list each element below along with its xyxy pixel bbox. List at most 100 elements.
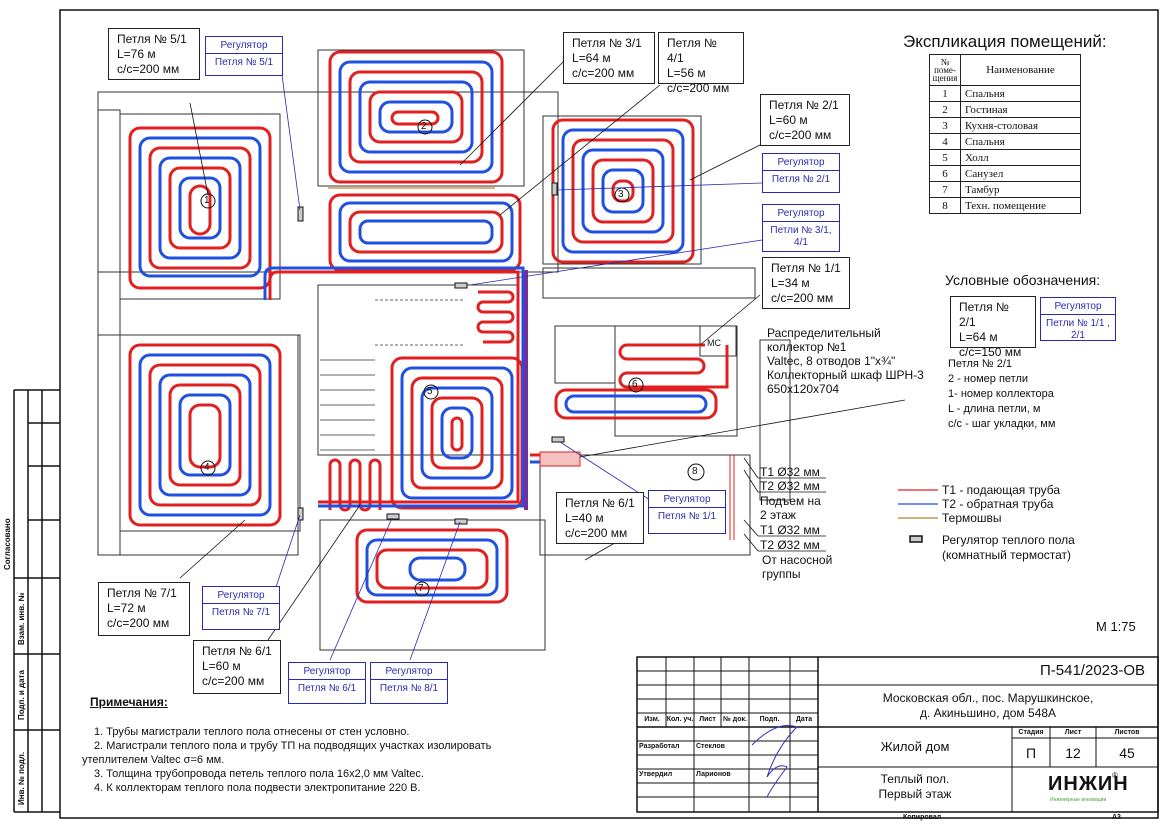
- sheets-value: 45: [1119, 745, 1135, 761]
- scale-label: М 1:75: [1096, 619, 1136, 634]
- stamp-sign-date: Подп. и дата: [17, 670, 26, 720]
- riser-from-label-1: От насосной: [762, 553, 833, 567]
- sheet-title: Теплый пол. Первый этаж: [878, 772, 952, 801]
- riser-t1-up: T1 Ø32 мм: [760, 465, 820, 479]
- doc-code: П-541/2023-ОВ: [1040, 662, 1146, 679]
- riser-up-label-1: Подъем на: [760, 494, 821, 508]
- collector-cabinet: [539, 451, 581, 467]
- stage-value: П: [1025, 745, 1037, 761]
- legend-t2-label: T2 - обратная труба: [942, 497, 1054, 511]
- copied-label: Копировал: [903, 814, 942, 821]
- legend-joint-label: Термошвы: [942, 511, 1002, 525]
- room-marker: 5: [427, 386, 433, 397]
- legend-explanation: Петля № 2/1 2 - номер петли 1- номер кол…: [948, 358, 1056, 430]
- col-list: Лист: [699, 716, 716, 723]
- mains: [263, 266, 570, 510]
- thermostats: [297, 182, 565, 525]
- room-marker: 2: [421, 121, 427, 132]
- room-marker: 7: [418, 583, 424, 594]
- notes-title: Примечания:: [90, 695, 168, 709]
- legend-t1-label: T1 - подающая труба: [942, 483, 1061, 497]
- developed-label: Разработал: [639, 743, 680, 750]
- riser-t1-from: T1 Ø32 мм: [760, 523, 820, 537]
- side-stamp-grid: [13, 389, 60, 813]
- symbols-title: Условные обозначения:: [945, 272, 1101, 288]
- note-item: 1. Трубы магистрали теплого пола отнесен…: [94, 726, 410, 738]
- explication-title: Экспликация помещений:: [903, 32, 1107, 51]
- riser-up-label-2: 2 этаж: [760, 508, 796, 522]
- col-date: Дата: [795, 716, 813, 723]
- col-izm: Изм.: [644, 716, 660, 723]
- notes-list: 1. Трубы магистрали теплого пола отнесен…: [82, 725, 491, 795]
- company-slogan: Инженерные инновации: [1050, 797, 1107, 803]
- signature: [751, 725, 798, 798]
- registered-mark: ®: [1112, 771, 1118, 780]
- walls: [97, 49, 791, 651]
- stamp-agreed: Согласовано: [3, 518, 12, 570]
- note-item: утеплителем Valtec σ=6 мм.: [82, 754, 225, 766]
- stage-header: Стадия: [1018, 729, 1044, 736]
- staircase: [320, 299, 465, 451]
- legend-thermostat-label-1: Регулятор теплого пола: [942, 533, 1075, 547]
- sheet-frame: [59, 9, 1159, 819]
- sheets-header: Листов: [1114, 729, 1140, 736]
- address: Московская обл., пос. Марушкинское, д. А…: [882, 691, 1094, 720]
- wc-label: МС: [707, 338, 721, 348]
- legend-thermostat-icon: [909, 535, 923, 543]
- regulator-leaders: [274, 74, 763, 661]
- stamp-replace-inv: Взам. инв. №: [17, 592, 26, 646]
- col-kol-uch: Кол. уч.: [666, 716, 694, 723]
- riser-t2-from: T2 Ø32 мм: [760, 538, 820, 552]
- loop-6-1-hall: [390, 356, 524, 510]
- loop-5-1: [128, 126, 272, 290]
- loop-1-1: [554, 343, 729, 420]
- leader-lines: [179, 59, 906, 641]
- col-doc: № док.: [723, 716, 747, 723]
- company-logo: ИНЖИН: [1048, 773, 1129, 795]
- note-item: 3. Толщина трубопровода петель теплого п…: [94, 768, 424, 780]
- stamp-inv-orig: Инв. № подл.: [17, 751, 26, 805]
- riser-t2-up: T2 Ø32 мм: [760, 479, 820, 493]
- room-marker: 6: [632, 379, 638, 390]
- collector-description: Распределительный коллектор №1 Valtec, 8…: [767, 326, 924, 396]
- loop-7-1: [128, 343, 282, 527]
- room-marker: 1: [204, 195, 210, 206]
- sheet-value: 12: [1065, 745, 1081, 761]
- col-sign: Подп.: [759, 716, 780, 723]
- developed-name: Стеклов: [696, 743, 725, 750]
- loop-6-1-hall-meander: [328, 458, 382, 512]
- approved-name: Ларионов: [696, 771, 731, 778]
- room-marker: 8: [692, 466, 698, 477]
- note-item: 2. Магистрали теплого пола и трубу ТП на…: [94, 740, 492, 752]
- format-label: А3: [1112, 814, 1121, 821]
- loop-meander-collector: [476, 290, 515, 344]
- approved-label: Утвердил: [639, 771, 673, 778]
- title-block-grid: [636, 656, 1159, 813]
- room-marker: 3: [618, 189, 624, 200]
